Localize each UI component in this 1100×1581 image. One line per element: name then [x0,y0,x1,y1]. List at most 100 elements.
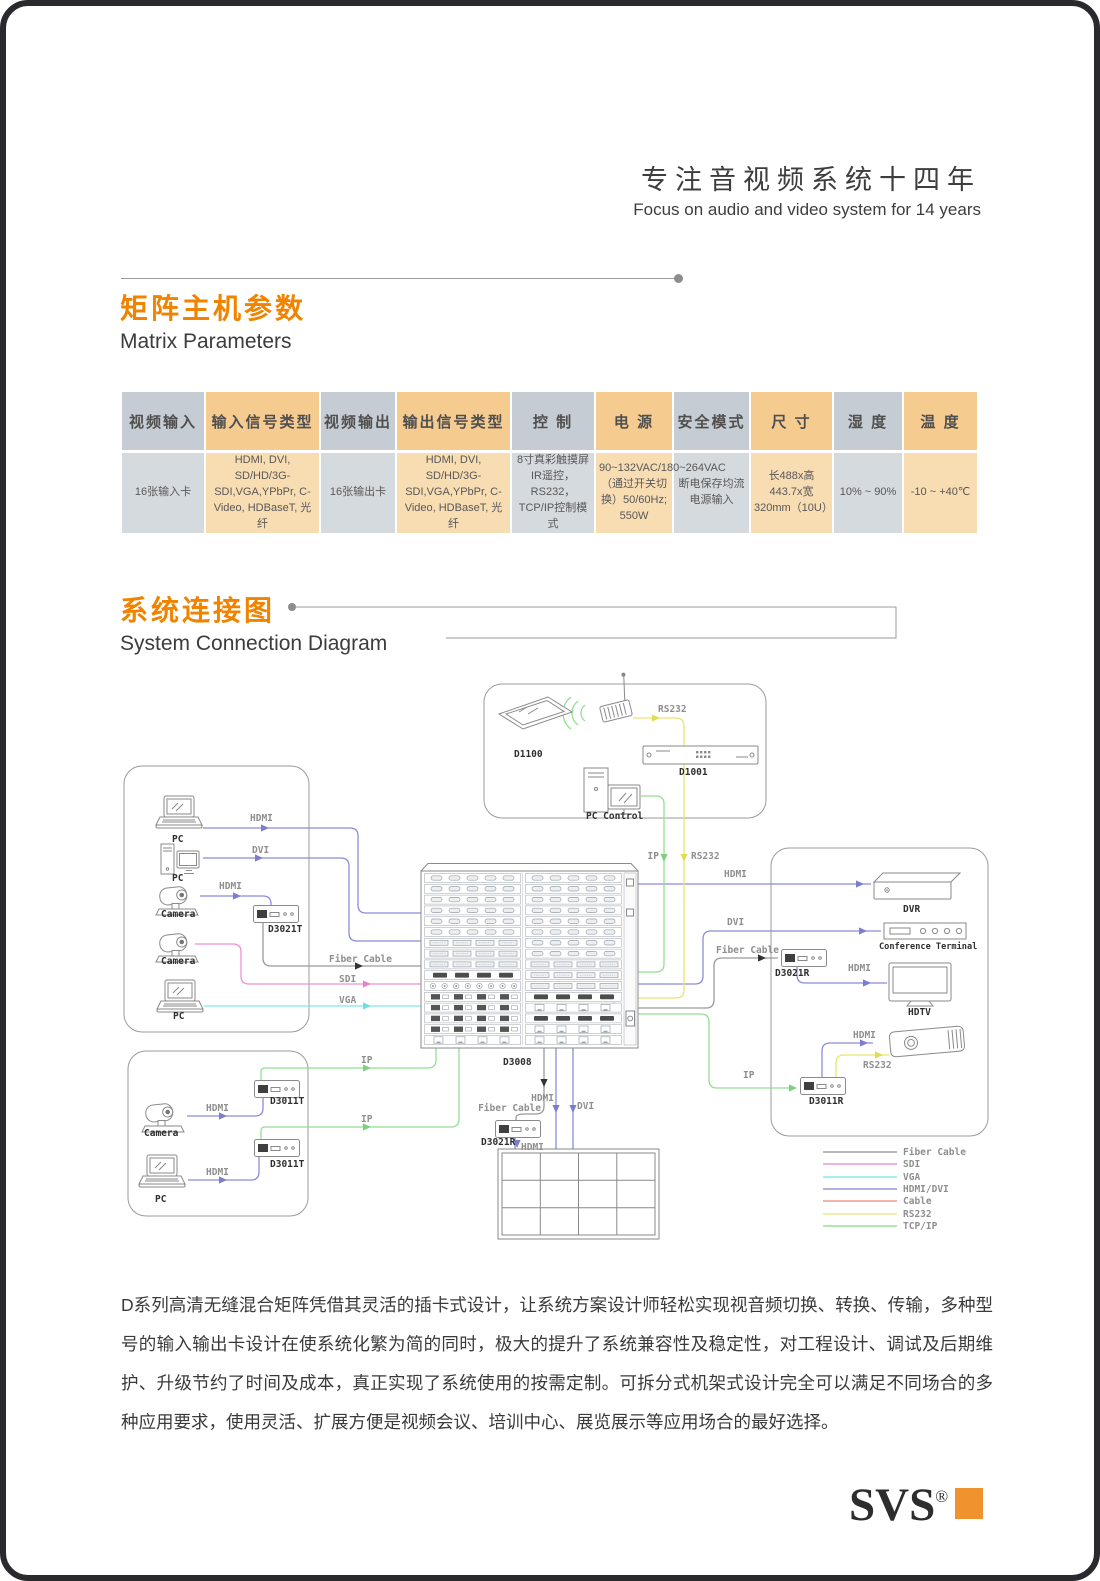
device-pc-laptop-3 [139,1155,185,1187]
label-conference-terminal: Conference Terminal [879,941,977,952]
cell-out-signal: HDMI, DVI, SD/HD/3G-SDI,VGA,YPbPr, C-Vid… [397,453,510,533]
cable-legend: Fiber Cable SDI VGA HDMI/DVI Cable RS232… [823,1147,966,1232]
matrix-parameters-table: 视频输入 输入信号类型 视频输出 输出信号类型 控 制 电 源 安全模式 尺 寸… [120,389,979,536]
section2-rule-hook [288,603,897,639]
device-d3011t-transmitter-1 [255,1081,300,1098]
col-header-out-signal: 输出信号类型 [397,392,510,450]
col-header-in-signal: 输入信号类型 [206,392,319,450]
legend-label-hdmi-dvi: HDMI/DVI [903,1184,949,1195]
cell-in-signal: HDMI, DVI, SD/HD/3G-SDI,VGA,YPbPr, C-Vid… [206,453,319,533]
label-hdmi-projector: HDMI [853,1030,876,1041]
label-ip-2: IP [361,1114,373,1125]
device-d3011t-transmitter-2 [255,1140,300,1157]
legend-label-tcpip: TCP/IP [903,1221,938,1232]
label-d1001: D1001 [679,767,708,778]
zone-input-sources [123,765,310,1033]
col-header-power: 电 源 [596,392,672,450]
label-sdi: SDI [339,974,356,985]
section1-rule-dot [674,274,683,283]
col-header-video-in: 视频输入 [122,392,204,450]
label-fiber-2: Fiber Cable [716,945,779,956]
label-dvi-down: DVI [577,1101,594,1112]
label-hdtv: HDTV [908,1007,931,1018]
registered-mark: ® [935,1487,949,1506]
zone-output-displays [770,847,989,1137]
legend-label-rs232: RS232 [903,1209,932,1220]
label-dvi-1: DVI [252,845,269,856]
cell-safety: 断电保存均流电源输入 [674,453,749,533]
table-value-row: 16张输入卡 HDMI, DVI, SD/HD/3G-SDI,VGA,YPbPr… [122,453,977,533]
cell-size: 长488x高443.7x宽320mm（10U） [751,453,833,533]
label-pc-4: PC [155,1194,167,1205]
device-d3011r-receiver [801,1078,846,1095]
device-wifi-ap [599,672,633,723]
label-pc-3: PC [173,1011,185,1022]
label-ip-right: IP [743,1070,755,1081]
label-hdmi-1: HDMI [250,813,273,824]
svs-logo-text: SVS [849,1479,936,1531]
sdi-arrow [363,980,371,988]
sdi-wire [195,943,427,985]
label-ip-top: IP [648,851,660,862]
device-pc-control [583,767,641,815]
product-description: D系列高清无缝混合矩阵凭借其灵活的插卡式设计，让系统方案设计师轻松实现视音频切换… [121,1294,993,1432]
zone-control-sources [483,683,767,819]
device-video-wall [497,1148,660,1240]
section1-title-zh: 矩阵主机参数 [120,293,307,324]
label-d3021t: D3021T [268,924,303,935]
label-hdmi-hdtv: HDMI [848,963,871,974]
fiber-wires [262,923,778,1120]
device-projector [888,1025,965,1058]
label-pc-1: PC [172,834,184,845]
label-rs232-projector: RS232 [863,1060,892,1071]
col-header-control: 控 制 [512,392,594,450]
section2-title-zh: 系统连接图 [120,595,276,626]
section-connection-diagram: 系统连接图 System Connection Diagram [120,589,387,656]
cell-humidity: 10% ~ 90% [834,453,902,533]
logo-orange-square [955,1488,983,1519]
col-header-size: 尺 寸 [751,392,832,450]
label-camera-3: Camera [144,1128,179,1139]
device-pc-desktop [161,844,199,874]
section1-rule [121,278,674,279]
section-matrix-parameters: 矩阵主机参数 Matrix Parameters [120,287,306,354]
label-ip-1: IP [361,1055,373,1066]
brand-slogan-en: Focus on audio and video system for 14 y… [633,200,981,219]
brand-slogan-zh: 专注音视频系统十四年 [641,165,981,195]
label-rs232-mid: RS232 [691,851,720,862]
device-tablet-d1100 [497,696,574,730]
label-hdmi-4: HDMI [206,1167,229,1178]
col-header-video-out: 视频输出 [321,392,395,450]
label-hdmi-wall: HDMI [521,1142,544,1153]
brand-header: 专注音视频系统十四年 Focus on audio and video syst… [633,158,981,220]
cell-temp: -10 ~ +40℃ [904,453,977,533]
label-hdmi-2: HDMI [219,881,242,892]
label-d3011t-1: D3011T [270,1096,305,1107]
label-hdmi-3: HDMI [206,1103,229,1114]
label-fiber-1: Fiber Cable [329,954,392,965]
vga-arrow [363,1002,371,1010]
legend-label-vga: VGA [903,1172,920,1183]
device-pc-laptop-1 [156,796,202,828]
device-dvr [872,872,962,900]
device-conference-terminal [883,922,967,940]
tcpip-wires [260,795,795,1139]
col-header-temp: 温 度 [904,392,977,450]
label-fiber-3: Fiber Cable [478,1103,541,1114]
label-pc-control: PC Control [586,811,643,822]
fiber-arrows [355,954,766,1087]
cell-video-out: 16张输出卡 [321,453,395,533]
matrix-switcher-d3008 [420,863,639,1049]
zone-ip-sources [127,1050,309,1217]
legend-label-sdi: SDI [903,1159,920,1170]
cell-video-in: 16张输入卡 [122,453,204,533]
label-dvi-conf: DVI [727,917,744,928]
device-pc-laptop-2 [157,980,203,1012]
label-d3021r-bottom: D3021R [481,1137,516,1148]
device-d3021r-receiver-right [782,950,827,967]
device-d3021t-transmitter [254,906,299,923]
label-hdmi-dvr: HDMI [724,869,747,880]
legend-label-fiber: Fiber Cable [903,1147,966,1158]
label-rs232-top: RS232 [658,704,687,715]
